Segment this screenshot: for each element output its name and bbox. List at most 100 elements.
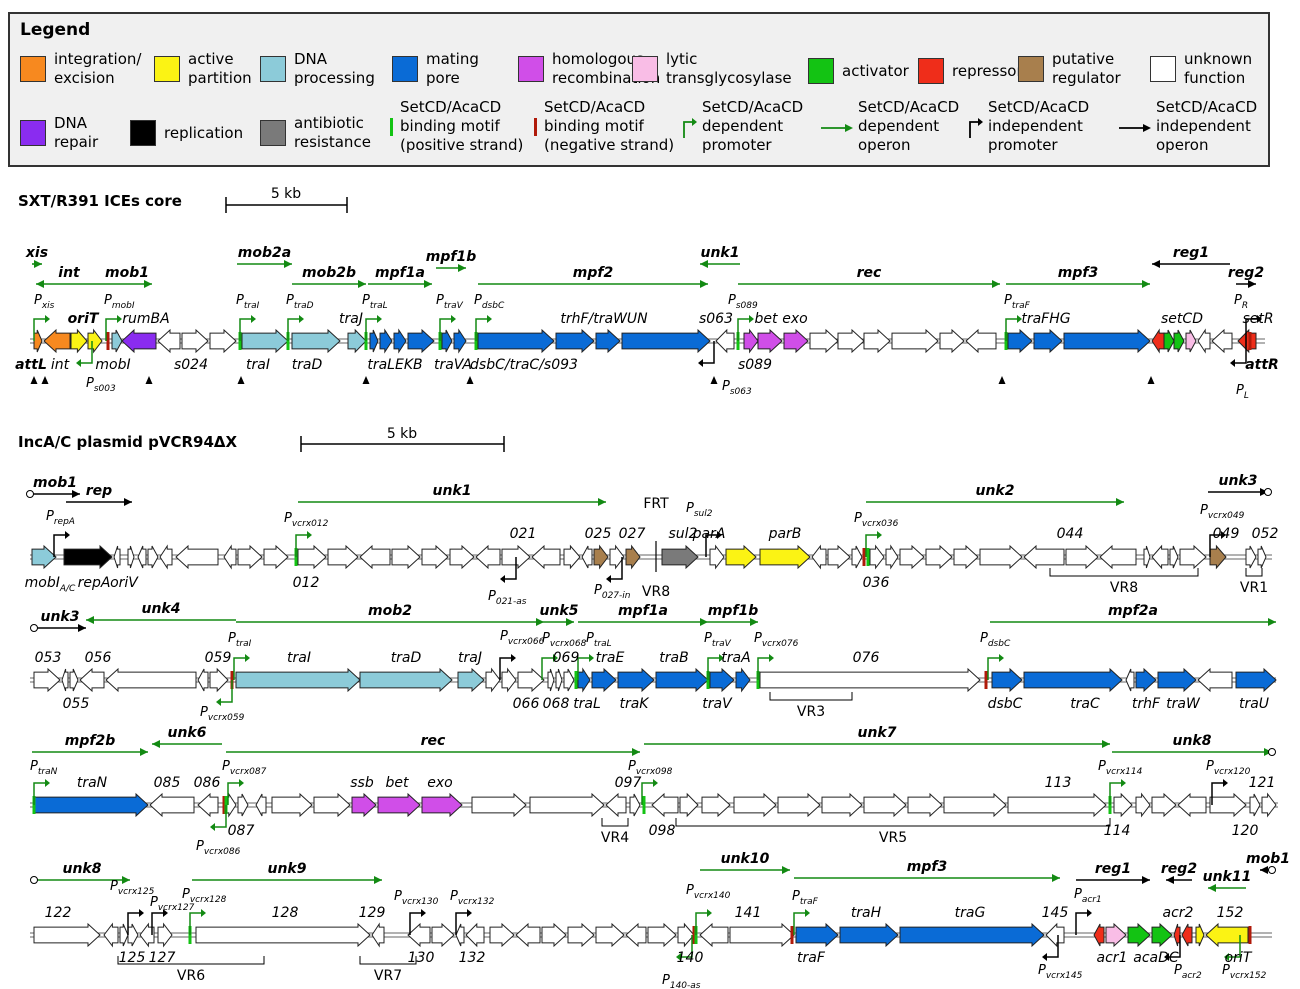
gene-arrow	[591, 667, 617, 693]
motif-positive	[238, 332, 242, 350]
promoter-arrow	[189, 912, 201, 935]
gene-arrow	[617, 667, 655, 693]
gene-arrow	[625, 922, 647, 948]
promoter-label: P027-in	[594, 583, 631, 601]
promoter-arrowhead	[653, 779, 658, 787]
gene-label: int	[51, 357, 70, 373]
gene-arrow	[757, 328, 783, 354]
promoter-letter: P	[980, 631, 988, 646]
promoter-letter: P	[1206, 759, 1214, 774]
gene-arrow	[729, 922, 795, 948]
promoter-label: Pvcrx087	[222, 759, 267, 777]
gene-arrow	[699, 922, 729, 948]
legend-swatch	[1018, 56, 1044, 82]
promoter-subscript: vcrx140	[694, 891, 731, 901]
promoter-subscript: vcrx086	[204, 847, 241, 857]
gene-arrow	[149, 792, 195, 818]
promoter-subscript: traF	[800, 897, 819, 907]
gene-arrow	[111, 329, 123, 353]
gene-arrow	[237, 544, 263, 570]
legend-item-dna: DNA processing	[260, 50, 375, 88]
gene-label: traK	[619, 696, 650, 712]
promoter-letter: P	[1236, 383, 1244, 398]
gene-arrow	[1151, 328, 1165, 354]
promoter-subscript: vcrx036	[862, 519, 899, 529]
gene-label: traG	[955, 905, 986, 921]
operon-arrowhead	[124, 498, 132, 506]
legend-label: replication	[164, 123, 244, 142]
vr-label: VR8	[642, 584, 670, 600]
promoter-arrowhead	[65, 531, 70, 539]
gene-arrow	[953, 544, 979, 570]
operon-label: mpf2	[573, 265, 613, 281]
promoter-label: Pvcrx114	[1098, 759, 1143, 777]
promoter-subscript: vcrx066	[508, 637, 545, 647]
vr-bracket	[1245, 568, 1263, 577]
gene-arrow	[863, 328, 891, 354]
promoter-letter: P	[792, 889, 800, 904]
operon-label: unk1	[701, 245, 740, 261]
gene-label: 053	[35, 650, 62, 666]
motif-positive	[286, 332, 290, 350]
gene-arrow	[647, 922, 677, 948]
promoter-arrow	[239, 318, 251, 341]
gene-arrow	[127, 545, 135, 569]
operon-end-circle	[30, 624, 38, 632]
panel-title-sxt: SXT/R391 ICEs core	[18, 192, 182, 210]
promoter-arrow	[455, 912, 467, 935]
gene-label-main: mobI	[25, 575, 60, 591]
motif_neg-glyph	[534, 117, 537, 136]
promoter-label: Ps063	[722, 379, 752, 397]
promoter-arrowhead	[239, 779, 244, 787]
operon-arrowhead	[284, 260, 292, 268]
gene-label: 044	[1057, 526, 1084, 542]
gene-label: oriT	[68, 311, 100, 327]
gene-label: attR	[1245, 357, 1279, 373]
gene-arrow	[1135, 792, 1151, 818]
gene-label: traVA	[434, 357, 472, 373]
legend-swatch	[154, 56, 180, 82]
operon-label: unk3	[1219, 473, 1258, 489]
promoter-arrow	[499, 657, 511, 680]
legend-swatch	[392, 56, 418, 82]
gene-label: 012	[293, 575, 320, 591]
legend-swatch	[20, 120, 46, 146]
gene-label: 021	[510, 526, 537, 542]
scalebar-label: 5 kb	[387, 426, 417, 442]
insertion-hotspot-triangle	[41, 376, 49, 384]
promoter-arrowhead	[1257, 315, 1262, 323]
legend-item-repressor: repressor	[918, 58, 1023, 84]
gene-arrow	[297, 544, 327, 570]
operon-arrowhead	[1268, 618, 1276, 626]
promoter-arrowhead	[216, 698, 221, 706]
gene-arrow	[795, 922, 839, 948]
operon-arrowhead	[1260, 866, 1268, 874]
promoter-subscript: vcrx087	[230, 767, 267, 777]
promoter-arrowhead	[451, 315, 456, 323]
gene-arrow	[1093, 923, 1105, 947]
promoter-subscript: acr1	[1082, 895, 1102, 905]
promoter-letter: P	[286, 293, 294, 308]
gene-arrow	[455, 923, 465, 947]
promoter-arrowhead	[307, 531, 312, 539]
promoter-subscript: vcrx145	[1046, 971, 1083, 981]
gene-arrow	[899, 922, 1045, 948]
gene-arrow	[743, 328, 759, 354]
promoter-letter: P	[754, 631, 762, 646]
vr-bracket	[601, 818, 629, 827]
promoter-arrow	[1229, 935, 1241, 958]
promoter-subscript: R	[1242, 301, 1248, 311]
legend-item-repair: DNA repair	[20, 114, 98, 152]
operon-label: mob2	[368, 603, 412, 619]
promoter-label: Pvcrx059	[200, 705, 245, 723]
promoter-arrowhead	[1223, 779, 1228, 787]
operon-label: unk5	[540, 603, 579, 619]
promoter-letter: P	[686, 501, 694, 516]
promoter-label: PtraF	[1004, 293, 1031, 311]
promoter-arrow	[233, 657, 245, 680]
legend-swatch	[918, 58, 944, 84]
motif-negative	[862, 548, 866, 566]
promoter-letter: P	[150, 895, 158, 910]
operon-label: reg1	[1095, 861, 1131, 877]
